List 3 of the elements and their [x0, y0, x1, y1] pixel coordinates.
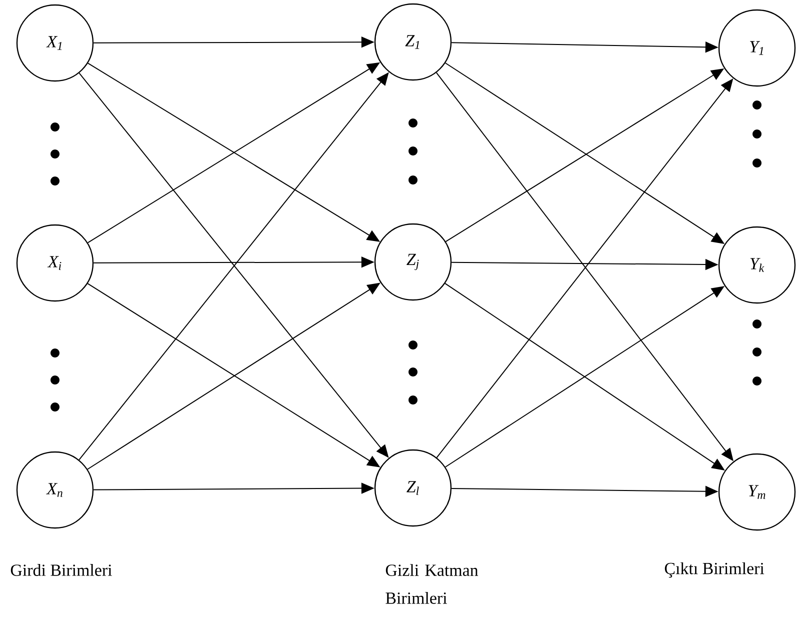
layer-label: Çıktı Birimleri — [664, 562, 764, 578]
layer-label: Girdi Birimleri — [10, 564, 112, 576]
layer-label: Gizli Katman Birimleri — [386, 564, 478, 604]
